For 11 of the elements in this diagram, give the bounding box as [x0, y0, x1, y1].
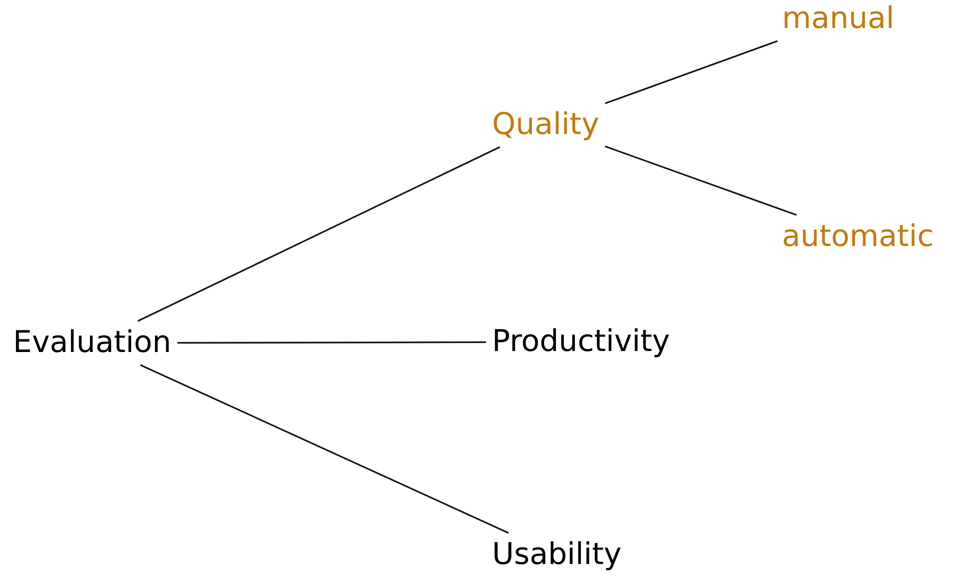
- node-label: Productivity: [486, 320, 676, 364]
- node-label: Quality: [486, 103, 606, 147]
- connector-line: [604, 146, 797, 216]
- node-label: manual: [776, 0, 900, 41]
- node-label: Usability: [486, 533, 628, 577]
- connector-line: [177, 341, 486, 344]
- connector-line: [140, 364, 509, 534]
- connector-line: [604, 40, 778, 104]
- node-label: Evaluation: [7, 321, 178, 365]
- connector-line: [138, 146, 500, 322]
- node-label: automatic: [776, 215, 940, 259]
